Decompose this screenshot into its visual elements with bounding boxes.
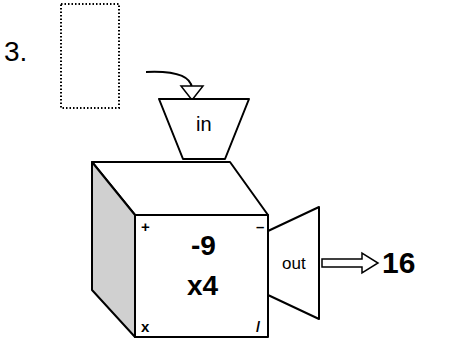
funnel-label: out xyxy=(282,255,306,272)
funnel-label: in xyxy=(196,114,212,134)
shape-face xyxy=(92,162,135,337)
output-arrow xyxy=(322,253,378,273)
operation-symbol: x xyxy=(141,319,149,334)
in-funnel: in xyxy=(158,98,250,160)
arrow-head xyxy=(181,86,203,100)
shape-face xyxy=(135,215,268,337)
out-funnel: out xyxy=(267,206,320,320)
shape-face xyxy=(159,99,249,159)
operation-symbol: / xyxy=(256,319,260,334)
question-number: 3. xyxy=(4,38,27,66)
input-box xyxy=(61,4,119,108)
operation-symbol: + xyxy=(141,219,150,234)
rule-step: x4 xyxy=(187,272,218,300)
output-value: 16 xyxy=(382,248,415,278)
shape-outline xyxy=(90,160,270,340)
operation-symbol: – xyxy=(256,219,264,234)
shape-face xyxy=(268,207,319,319)
rule-step: -9 xyxy=(191,232,216,260)
function-cube: + – -9 x4 x / xyxy=(90,160,270,340)
